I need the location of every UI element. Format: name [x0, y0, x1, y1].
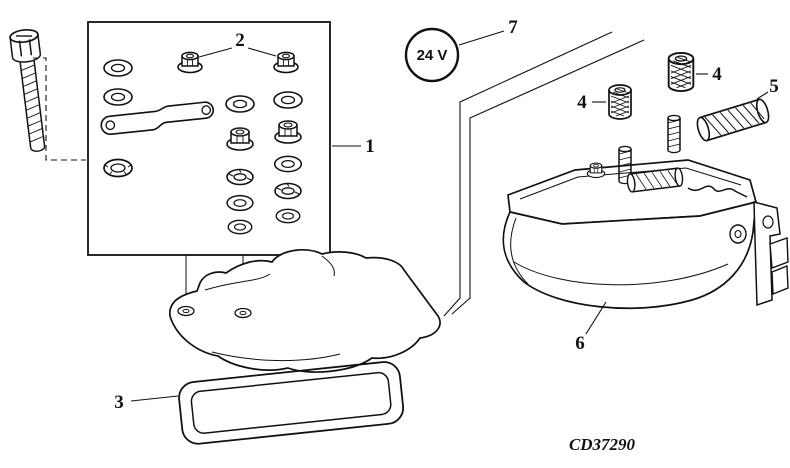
element-holder [626, 167, 684, 193]
callout-5: 5 [769, 76, 779, 97]
link-strap [100, 101, 215, 135]
callout-4-right: 4 [712, 64, 722, 85]
hardware-box [87, 21, 331, 256]
drawing-code: CD37290 [569, 435, 636, 454]
washer [226, 194, 254, 212]
heater-housing [502, 114, 789, 310]
callout-3: 3 [114, 392, 124, 413]
callout-2: 2 [235, 30, 245, 51]
washer [275, 208, 301, 224]
assembly-leader-line-b [451, 39, 645, 315]
callout-7: 7 [508, 17, 518, 38]
leader-2 [198, 47, 277, 58]
leader-5 [756, 91, 769, 100]
lock-washer [226, 168, 254, 186]
hex-nut [273, 51, 299, 74]
washer [273, 91, 303, 109]
washer [103, 59, 133, 77]
voltage-badge-text: 24 V [417, 47, 448, 64]
callout-4-left: 4 [577, 92, 587, 113]
leader-3 [130, 395, 179, 402]
flange-nut [274, 120, 302, 144]
small-bolt [586, 162, 606, 179]
bolt [9, 28, 46, 152]
locknut [103, 158, 133, 178]
leader-6 [585, 301, 607, 335]
valve-cover [169, 249, 441, 373]
callout-1: 1 [365, 136, 375, 157]
terminal-wire [687, 185, 748, 198]
knurled-spacer-right [667, 52, 695, 92]
washer [103, 88, 133, 106]
washer [227, 219, 253, 235]
gasket [178, 361, 405, 445]
heater-element-cylinder [696, 98, 770, 142]
washer [225, 95, 255, 113]
bolt-leader-dashed [33, 57, 86, 161]
flange-nut [226, 127, 254, 151]
knurled-spacer-left [608, 84, 632, 120]
lock-washer [274, 182, 302, 200]
voltage-badge: 24 V [404, 27, 460, 83]
callout-6: 6 [575, 333, 585, 354]
callouts: 1 2 3 4 4 5 6 7 [114, 17, 779, 413]
hex-nut [177, 51, 203, 74]
threaded-stud [667, 114, 681, 154]
assembly-leader-line-a [443, 31, 613, 317]
leader-7 [458, 30, 505, 46]
washer [273, 155, 303, 173]
